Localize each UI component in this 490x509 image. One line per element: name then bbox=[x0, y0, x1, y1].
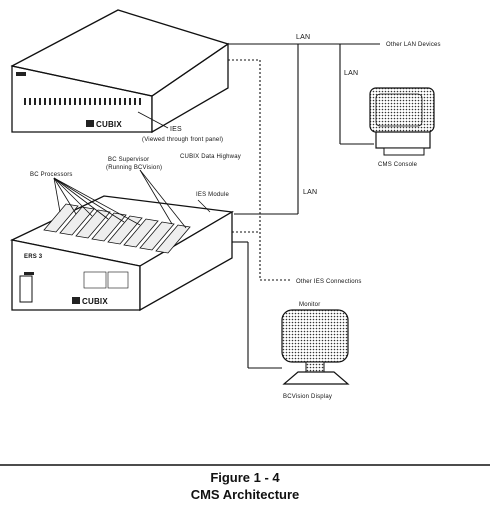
bcvision-display-label: BCVision Display bbox=[283, 394, 332, 400]
lan-top-label: LAN bbox=[296, 34, 310, 41]
display-link bbox=[232, 241, 282, 369]
bottom-server-chassis: ERS 3 CUBIX bbox=[9, 195, 234, 312]
bottom-server-brand: CUBIX bbox=[82, 297, 108, 306]
bottom-server-model: ERS 3 bbox=[24, 254, 43, 260]
bc-processor-cards bbox=[43, 203, 191, 254]
other-ies-connections-label: Other IES Connections bbox=[296, 279, 362, 285]
bcvision-neck bbox=[305, 361, 325, 373]
bc-processors-label: BC Processors bbox=[30, 172, 73, 178]
top-server-brand: CUBIX bbox=[96, 120, 122, 129]
cms-console-keyboard bbox=[383, 147, 425, 156]
figure-title: CMS Architecture bbox=[190, 487, 300, 502]
figure-number: Figure 1 - 4 bbox=[210, 470, 280, 485]
top-server-logo-mark bbox=[86, 120, 94, 127]
top-server-badge bbox=[16, 72, 26, 76]
cms-console-monitor bbox=[369, 87, 435, 156]
bottom-server-logo-mark bbox=[72, 297, 80, 304]
bottom-server-drive-label bbox=[24, 272, 34, 275]
cubix-data-highway bbox=[228, 59, 292, 281]
ies-pointer-line bbox=[137, 111, 169, 129]
cms-console-screen bbox=[375, 93, 423, 127]
bcvision-display-monitor bbox=[281, 309, 350, 385]
lan-right-label: LAN bbox=[344, 70, 358, 77]
cubix-data-highway-label: CUBIX Data Highway bbox=[180, 154, 241, 160]
bcvision-screen bbox=[281, 309, 349, 363]
cms-console-label: CMS Console bbox=[378, 162, 418, 168]
ies-module-label: IES Module bbox=[196, 192, 229, 198]
top-server-chassis: CUBIX bbox=[10, 9, 230, 134]
ies-label: IES bbox=[170, 126, 182, 133]
top-server-vent-slots bbox=[24, 98, 141, 105]
monitor-label: Monitor bbox=[299, 302, 320, 308]
lan-backbone bbox=[228, 43, 380, 215]
bottom-server-drive-slot bbox=[19, 275, 33, 303]
callout-lines bbox=[53, 169, 211, 229]
bcvision-stand bbox=[282, 371, 350, 385]
lan-mid-label: LAN bbox=[303, 189, 317, 196]
bc-supervisor-label: BC Supervisor bbox=[108, 157, 149, 163]
bc-supervisor-sub-label: (Running BCVision) bbox=[106, 165, 162, 171]
ies-viewed-label: (Viewed through front panel) bbox=[142, 137, 223, 143]
bottom-server-control-panel bbox=[83, 271, 107, 289]
bottom-server-status-panel bbox=[107, 271, 129, 289]
other-lan-devices-label: Other LAN Devices bbox=[386, 42, 441, 48]
